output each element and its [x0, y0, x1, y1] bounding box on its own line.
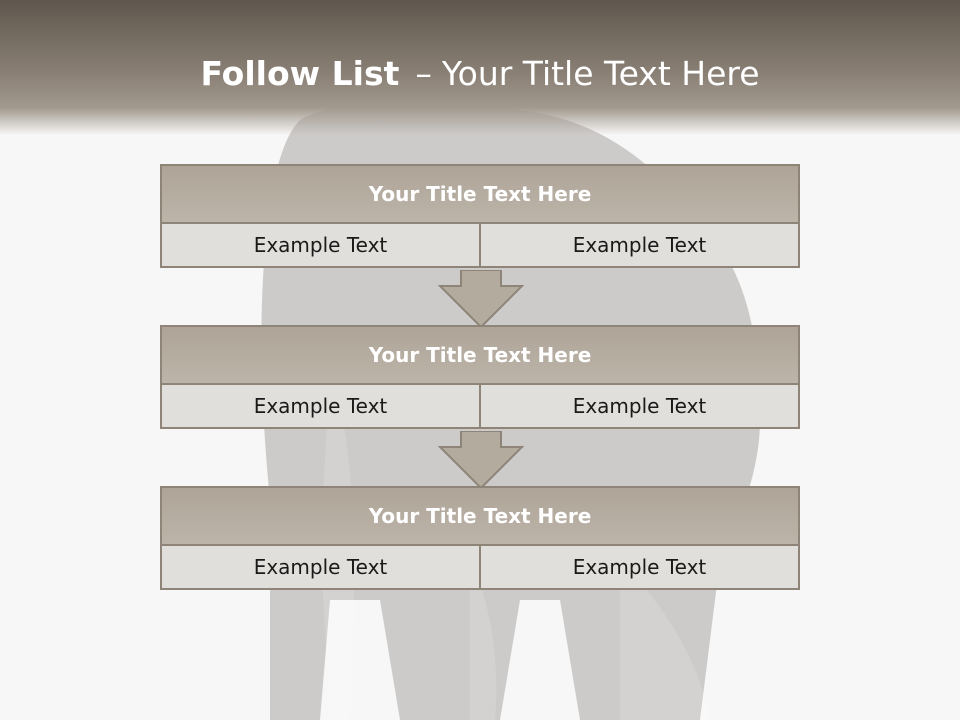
- slide-title-bold: Follow List: [200, 54, 400, 93]
- step-text-right: Example Text: [481, 224, 798, 266]
- header-band: [0, 0, 960, 135]
- step-title: Your Title Text Here: [162, 166, 798, 222]
- step-box-1: Your Title Text Here Example Text Exampl…: [160, 164, 800, 268]
- step-text-right: Example Text: [481, 385, 798, 427]
- step-title: Your Title Text Here: [162, 488, 798, 544]
- step-text-left: Example Text: [162, 385, 479, 427]
- step-box-2: Your Title Text Here Example Text Exampl…: [160, 325, 800, 429]
- slide-title: Follow List–Your Title Text Here: [0, 54, 960, 93]
- step-text-left: Example Text: [162, 546, 479, 588]
- step-title: Your Title Text Here: [162, 327, 798, 383]
- step-text-right: Example Text: [481, 546, 798, 588]
- slide-title-text: Your Title Text Here: [441, 54, 760, 93]
- down-arrow-icon: [438, 270, 524, 328]
- down-arrow-icon: [438, 431, 524, 489]
- step-box-3: Your Title Text Here Example Text Exampl…: [160, 486, 800, 590]
- slide-title-dash: –: [415, 54, 432, 93]
- step-text-left: Example Text: [162, 224, 479, 266]
